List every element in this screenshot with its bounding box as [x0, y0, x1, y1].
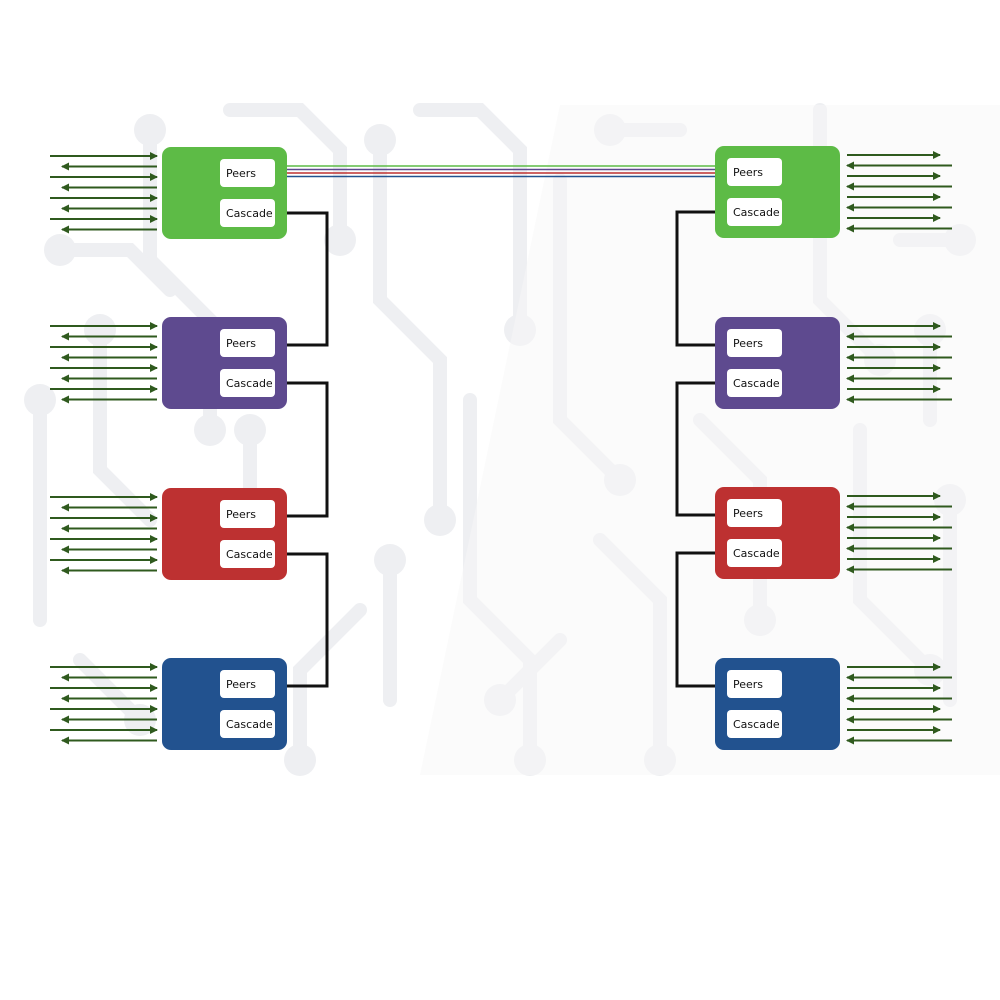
circuit-trace [373, 133, 447, 527]
peers-port[interactable]: Peers [727, 670, 782, 698]
cascade-port[interactable]: Cascade [220, 199, 275, 227]
cascade-link [287, 211, 329, 347]
peers-port[interactable]: Peers [220, 159, 275, 187]
switch-unit-right-purple[interactable]: Peers Cascade [715, 317, 840, 409]
cascade-link [675, 551, 715, 688]
circuit-node [284, 744, 316, 776]
circuit-trace [223, 103, 347, 247]
circuit-node [234, 414, 266, 446]
circuit-node [424, 504, 456, 536]
peers-port[interactable]: Peers [727, 499, 782, 527]
circuit-trace [53, 243, 177, 297]
circuit-node [364, 124, 396, 156]
circuit-node [134, 114, 166, 146]
peers-port[interactable]: Peers [220, 329, 275, 357]
circuit-node [84, 314, 116, 346]
cascade-port[interactable]: Cascade [220, 710, 275, 738]
peers-port[interactable]: Peers [220, 670, 275, 698]
cascade-link [675, 381, 715, 517]
circuit-node [374, 544, 406, 576]
switch-unit-left-purple[interactable]: Peers Cascade [162, 317, 287, 409]
circuit-node [324, 224, 356, 256]
cascade-port[interactable]: Cascade [727, 710, 782, 738]
cascade-link [675, 210, 715, 347]
circuit-node [44, 234, 76, 266]
switch-unit-left-red[interactable]: Peers Cascade [162, 488, 287, 580]
cascade-link [287, 552, 329, 688]
circuit-node [194, 414, 226, 446]
peers-port[interactable]: Peers [727, 158, 782, 186]
switch-unit-right-green[interactable]: Peers Cascade [715, 146, 840, 238]
circuit-trace [93, 323, 157, 527]
circuit-trace [413, 103, 527, 337]
switch-unit-left-blue[interactable]: Peers Cascade [162, 658, 287, 750]
cascade-port[interactable]: Cascade [727, 539, 782, 567]
cascade-port[interactable]: Cascade [727, 198, 782, 226]
switch-unit-left-green[interactable]: Peers Cascade [162, 147, 287, 239]
cascade-port[interactable]: Cascade [220, 369, 275, 397]
circuit-node [24, 384, 56, 416]
circuit-trace [293, 603, 367, 767]
switch-unit-right-blue[interactable]: Peers Cascade [715, 658, 840, 750]
cascade-link [287, 381, 329, 518]
peers-port[interactable]: Peers [727, 329, 782, 357]
background-panel [420, 105, 1000, 775]
cascade-port[interactable]: Cascade [220, 540, 275, 568]
cascade-port[interactable]: Cascade [727, 369, 782, 397]
peers-port[interactable]: Peers [220, 500, 275, 528]
switch-unit-right-red[interactable]: Peers Cascade [715, 487, 840, 579]
